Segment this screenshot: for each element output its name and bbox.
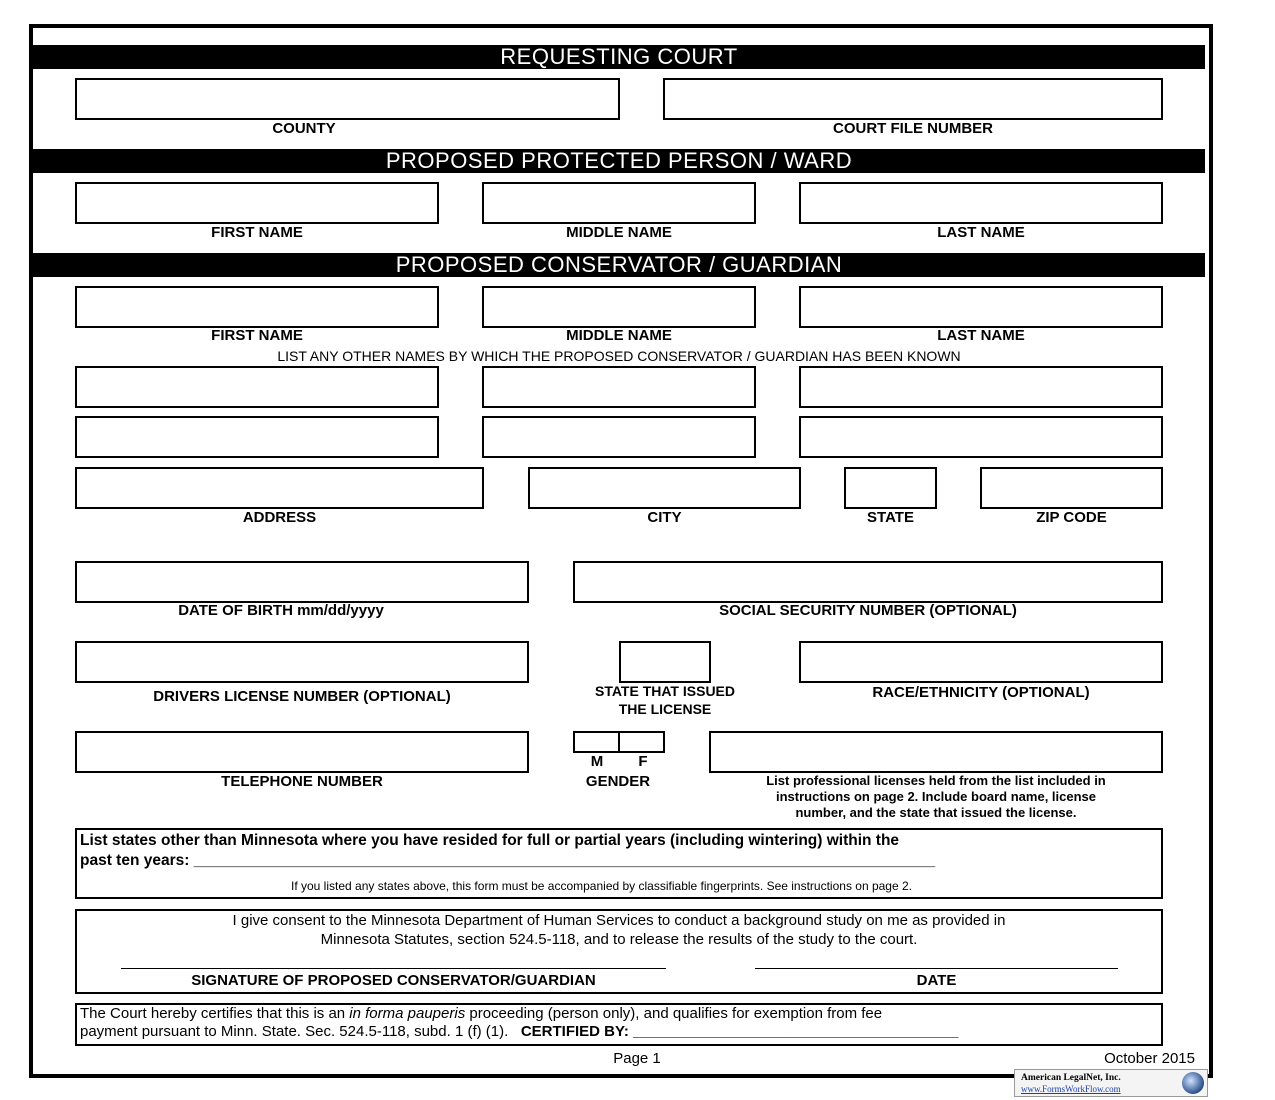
consent-panel <box>75 909 1163 994</box>
section-header-protected-person: PROPOSED PROTECTED PERSON / WARD <box>33 149 1205 173</box>
ward-first-name-field[interactable] <box>75 182 439 224</box>
race-ethnicity-field[interactable] <box>799 641 1163 683</box>
certification-text-line2: payment pursuant to Minn. State. Sec. 52… <box>80 1022 958 1041</box>
certification-text-post: proceeding (person only), and qualifies … <box>465 1005 883 1022</box>
other-name-field-6[interactable] <box>799 416 1163 458</box>
gender-female-checkbox[interactable] <box>618 731 665 753</box>
county-label: COUNTY <box>272 120 336 137</box>
legalnet-logo: American LegalNet, Inc. www.FormsWorkFlo… <box>1014 1069 1208 1097</box>
certification-text-line1: The Court hereby certifies that this is … <box>80 1004 882 1023</box>
ward-middle-name-field[interactable] <box>482 182 756 224</box>
zip-code-field[interactable] <box>980 467 1163 509</box>
address-field[interactable] <box>75 467 484 509</box>
logo-url[interactable]: www.FormsWorkFlow.com <box>1021 1084 1121 1094</box>
fingerprint-note: If you listed any states above, this for… <box>291 879 912 893</box>
gender-m-label: M <box>590 753 604 770</box>
professional-licenses-note-2: instructions on page 2. Include board na… <box>775 789 1097 804</box>
certified-by-line[interactable]: CERTIFIED BY: __________________________… <box>520 1023 959 1040</box>
signature-label: SIGNATURE OF PROPOSED CONSERVATOR/GUARDI… <box>191 972 596 989</box>
telephone-label: TELEPHONE NUMBER <box>221 773 383 790</box>
residence-panel <box>75 828 1163 899</box>
license-state-label-line2: THE LICENSE <box>618 701 712 717</box>
other-name-field-3[interactable] <box>799 366 1163 408</box>
date-label: DATE <box>916 972 957 989</box>
logo-company-name: American LegalNet, Inc. <box>1021 1073 1121 1083</box>
other-name-field-2[interactable] <box>482 366 756 408</box>
form-date: October 2015 <box>1104 1050 1195 1067</box>
date-of-birth-label: DATE OF BIRTH mm/dd/yyyy <box>178 602 384 619</box>
guardian-middle-name-label: MIDDLE NAME <box>566 327 672 344</box>
city-label: CITY <box>647 509 682 526</box>
telephone-field[interactable] <box>75 731 529 773</box>
residence-question: List states other than Minnesota where y… <box>80 832 900 849</box>
date-line[interactable] <box>755 968 1118 969</box>
other-names-instruction: LIST ANY OTHER NAMES BY WHICH THE PROPOS… <box>277 348 961 364</box>
guardian-middle-name-field[interactable] <box>482 286 756 328</box>
signature-line[interactable] <box>121 968 666 969</box>
page-number: Page 1 <box>613 1050 661 1067</box>
ssn-field[interactable] <box>573 561 1163 603</box>
guardian-first-name-field[interactable] <box>75 286 439 328</box>
consent-text-line1: I give consent to the Minnesota Departme… <box>232 912 1006 929</box>
other-name-field-4[interactable] <box>75 416 439 458</box>
in-forma-pauperis: in forma pauperis <box>349 1005 466 1022</box>
race-ethnicity-label: RACE/ETHNICITY (OPTIONAL) <box>872 684 1090 701</box>
state-field[interactable] <box>844 467 937 509</box>
ssn-label: SOCIAL SECURITY NUMBER (OPTIONAL) <box>719 602 1017 619</box>
address-label: ADDRESS <box>242 509 317 526</box>
state-label: STATE <box>867 509 914 526</box>
certification-text-pre: The Court hereby certifies that this is … <box>80 1005 350 1022</box>
date-of-birth-field[interactable] <box>75 561 529 603</box>
drivers-license-label: DRIVERS LICENSE NUMBER (OPTIONAL) <box>153 688 451 705</box>
other-name-field-5[interactable] <box>482 416 756 458</box>
city-field[interactable] <box>528 467 801 509</box>
professional-licenses-field[interactable] <box>709 731 1163 773</box>
court-file-number-field[interactable] <box>663 78 1163 120</box>
license-state-label-line1: STATE THAT ISSUED <box>595 683 735 699</box>
guardian-last-name-field[interactable] <box>799 286 1163 328</box>
section-header-requesting-court: REQUESTING COURT <box>33 45 1205 69</box>
professional-licenses-note-3: number, and the state that issued the li… <box>795 805 1077 820</box>
logo-globe-icon <box>1182 1072 1204 1094</box>
zip-code-label: ZIP CODE <box>1036 509 1107 526</box>
other-name-field-1[interactable] <box>75 366 439 408</box>
ward-middle-name-label: MIDDLE NAME <box>566 224 672 241</box>
ward-last-name-field[interactable] <box>799 182 1163 224</box>
professional-licenses-note-1: List professional licenses held from the… <box>766 773 1106 788</box>
section-header-conservator: PROPOSED CONSERVATOR / GUARDIAN <box>33 253 1205 277</box>
gender-label: GENDER <box>585 773 651 790</box>
drivers-license-field[interactable] <box>75 641 529 683</box>
ward-first-name-label: FIRST NAME <box>211 224 303 241</box>
license-state-field[interactable] <box>619 641 711 683</box>
gender-male-checkbox[interactable] <box>573 731 620 753</box>
certification-statute: payment pursuant to Minn. State. Sec. 52… <box>80 1023 509 1040</box>
county-field[interactable] <box>75 78 620 120</box>
residence-answer-line[interactable]: past ten years: ________________________… <box>80 852 936 869</box>
gender-f-label: F <box>638 753 648 770</box>
guardian-last-name-label: LAST NAME <box>937 327 1025 344</box>
certification-panel <box>75 1003 1163 1046</box>
court-file-number-label: COURT FILE NUMBER <box>833 120 993 137</box>
consent-text-line2: Minnesota Statutes, section 524.5-118, a… <box>320 931 918 948</box>
ward-last-name-label: LAST NAME <box>937 224 1025 241</box>
guardian-first-name-label: FIRST NAME <box>211 327 303 344</box>
